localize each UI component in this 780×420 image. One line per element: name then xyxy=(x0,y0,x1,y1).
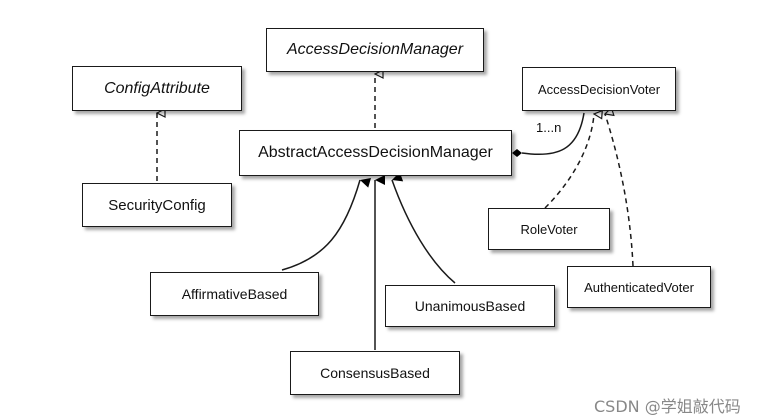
node-security-config: SecurityConfig xyxy=(82,183,232,227)
node-consensus-based: ConsensusBased xyxy=(290,351,460,395)
edge-affirmative-extends-abstract xyxy=(281,177,371,271)
node-role-voter: RoleVoter xyxy=(488,208,610,250)
node-abstract-access-decision-manager: AbstractAccessDecisionManager xyxy=(239,130,512,176)
node-affirmative-based: AffirmativeBased xyxy=(150,272,319,316)
node-unanimous-based: UnanimousBased xyxy=(385,285,555,327)
edge-authenticatedvoter-implements-voter xyxy=(605,114,634,267)
node-label: AffirmativeBased xyxy=(181,286,288,302)
node-label: UnanimousBased xyxy=(414,298,526,314)
edge-unanimous-extends-abstract xyxy=(391,171,456,284)
node-label: ConsensusBased xyxy=(320,365,430,381)
node-access-decision-voter: AccessDecisionVoter xyxy=(522,67,676,111)
node-label: AccessDecisionManager xyxy=(286,41,464,58)
node-label: ConfigAttribute xyxy=(104,79,210,97)
node-config-attribute: ConfigAttribute xyxy=(72,66,242,111)
node-label: RoleVoter xyxy=(520,221,578,237)
node-label: AbstractAccessDecisionManager xyxy=(258,144,493,161)
multiplicity-label: 1...n xyxy=(536,120,562,135)
aggregation-diamond xyxy=(512,149,522,157)
watermark: CSDN @学姐敲代码 xyxy=(594,397,741,416)
node-label: AccessDecisionVoter xyxy=(537,81,661,97)
node-access-decision-manager: AccessDecisionManager xyxy=(266,28,484,72)
edge-abstract-aggregates-voters xyxy=(521,112,585,156)
node-authenticated-voter: AuthenticatedVoter xyxy=(567,266,711,308)
edge-rolevoter-implements-voter xyxy=(544,114,594,209)
node-label: SecurityConfig xyxy=(108,196,206,214)
node-label: AuthenticatedVoter xyxy=(584,279,694,295)
